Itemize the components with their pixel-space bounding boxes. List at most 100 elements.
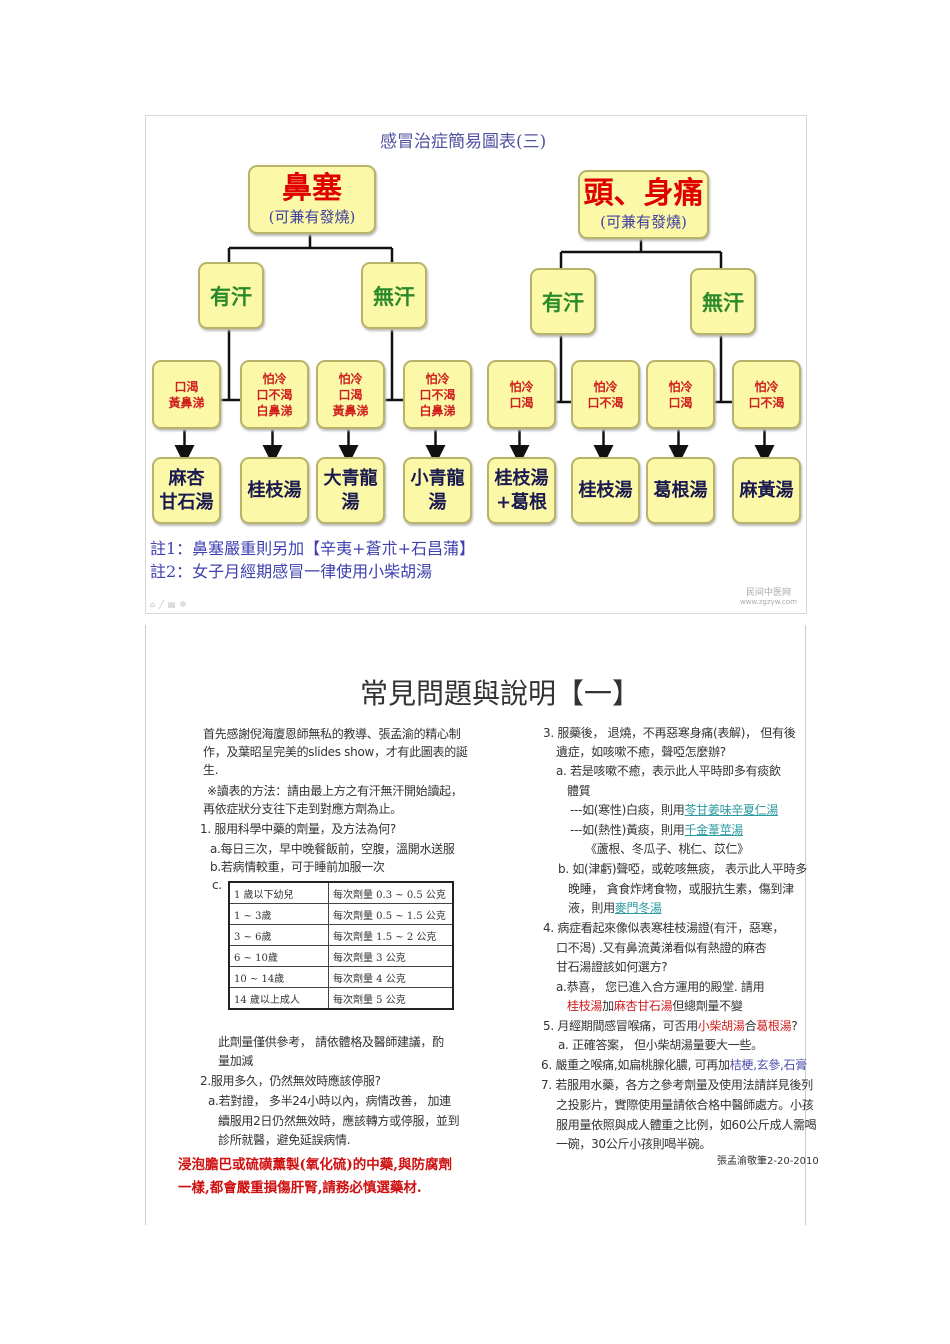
remedy-text: 葛根湯 bbox=[653, 479, 708, 501]
faq-line: 續服用2日仍然無效時，應該轉方或停服，並到 bbox=[218, 1112, 460, 1129]
faq-line: 6. 嚴重之喉痛,如扁桃腺化膿, 可再加桔梗,玄參,石膏 bbox=[541, 1056, 807, 1073]
branch-label: 有汗 bbox=[210, 283, 252, 309]
dosage-row: 3 ~ 6歲每次劑量 1.5 ~ 2 公克 bbox=[228, 924, 454, 946]
faq-line: 之投影片，實際使用量請依合格中醫師處方。小孩 bbox=[556, 1096, 814, 1113]
settings-icon[interactable]: ✲ bbox=[179, 600, 191, 609]
note-2: 註2：女子月經期感冒一律使用小柴胡湯 bbox=[150, 562, 433, 581]
text-segment: 但總劑量不變 bbox=[672, 999, 743, 1013]
root-title: 鼻塞 bbox=[282, 171, 342, 206]
symptom-text: 口渴 bbox=[668, 395, 693, 410]
text-segment: 1. 服用科學中藥的劑量，及方法為何? bbox=[200, 822, 396, 836]
symptom-text: 口渴 bbox=[174, 379, 199, 394]
text-segment: 麻杏甘石湯 bbox=[613, 999, 673, 1013]
branch-box-no-sweat: 無汗 bbox=[361, 262, 427, 329]
chart-title: 感冒治症簡易圖表(三) bbox=[380, 132, 547, 152]
remedy-box: 葛根湯 bbox=[646, 457, 715, 524]
faq-line: a. 正確答案， 但小柴胡湯量要大一些。 bbox=[558, 1036, 763, 1053]
warning-line-2: 一樣,都會嚴重損傷肝腎,請務必慎選藥材. bbox=[178, 1180, 422, 1196]
remedy-box: 大青龍湯 bbox=[316, 457, 385, 524]
note-1: 註1：鼻塞嚴重則另加【辛夷+蒼朮+石昌蒲】 bbox=[150, 539, 475, 558]
age-group: 1 歲以下幼兒 bbox=[228, 881, 329, 904]
text-segment: ---如(寒性)白痰，則用 bbox=[570, 803, 685, 817]
remedy-link[interactable]: 千金葦莖湯 bbox=[684, 823, 743, 837]
branch-box-sweat: 有汗 bbox=[530, 268, 596, 335]
text-segment: 量加減 bbox=[218, 1054, 254, 1068]
symptom-box: 怕冷口渴黃鼻涕 bbox=[316, 360, 385, 429]
left_tree-root-box: 鼻塞(可兼有發燒) bbox=[248, 165, 376, 234]
watermark-url: www.zgzyw.com bbox=[740, 598, 797, 606]
grid-icon[interactable]: ▤ bbox=[167, 600, 180, 609]
dose-amount: 每次劑量 0.5 ~ 1.5 公克 bbox=[328, 903, 454, 925]
faq-line: 《蘆根、冬瓜子、桃仁、苡仁》 bbox=[585, 840, 749, 857]
faq-line: ※讀表的方法：請由最上方之有汗無汗開始讀起， bbox=[207, 782, 463, 799]
root-subtitle: (可兼有發燒) bbox=[600, 213, 687, 231]
faq-line: a.恭喜， 您已進入合方運用的殿堂. 請用 bbox=[556, 978, 765, 995]
text-segment: ---如(熱性)黃痰，則用 bbox=[570, 823, 685, 837]
faq-line: c. bbox=[212, 878, 222, 892]
text-segment: 5. 月經期間感冒喉痛，可否用 bbox=[543, 1019, 698, 1033]
faq-line: 體質 bbox=[567, 782, 591, 799]
pen-icon[interactable]: ╱ bbox=[159, 600, 168, 609]
dose-amount: 每次劑量 0.3 ~ 0.5 公克 bbox=[328, 881, 454, 904]
branch-box-sweat: 有汗 bbox=[198, 262, 264, 329]
text-segment: 此劑量僅供參考， 請依體格及醫師建議，酌 bbox=[218, 1035, 444, 1049]
symptom-text: 口渴 bbox=[338, 387, 363, 402]
remedy-link[interactable]: 苓甘姜味辛夏仁湯 bbox=[684, 803, 779, 817]
faq-line: b.若病情較重，可于睡前加服一次 bbox=[210, 858, 385, 875]
faq-line: 5. 月經期間感冒喉痛，可否用小柴胡湯合葛根湯? bbox=[543, 1017, 798, 1034]
text-segment: ? bbox=[791, 1019, 798, 1033]
symptom-text: 怕冷 bbox=[509, 379, 534, 394]
remedy-box: 麻黃湯 bbox=[732, 457, 801, 524]
faq-line: 一碗，30公斤小孩則喝半碗。 bbox=[556, 1135, 711, 1152]
symptom-text: 黃鼻涕 bbox=[168, 395, 205, 410]
faq-line: 診所就醫，避免延誤病情. bbox=[218, 1131, 351, 1148]
remedy-text: 麻黃湯 bbox=[739, 479, 794, 501]
symptom-box: 怕冷口不渴 bbox=[732, 360, 801, 429]
slide-toolbar[interactable]: ⌂╱▤✲ bbox=[150, 600, 190, 609]
text-segment: 《蘆根、冬瓜子、桃仁、苡仁》 bbox=[585, 842, 749, 856]
dose-amount: 每次劑量 1.5 ~ 2 公克 bbox=[328, 924, 454, 946]
remedy-link[interactable]: 麥門冬湯 bbox=[614, 901, 662, 915]
symptom-text: 口渴 bbox=[509, 395, 534, 410]
symptom-text: 口不渴 bbox=[419, 387, 456, 402]
remedy-text: 湯 bbox=[428, 491, 447, 513]
text-segment: 合 bbox=[744, 1019, 757, 1033]
remedy-text: 桂枝湯 bbox=[247, 479, 302, 501]
text-segment: a.每日三次，早中晚餐飯前，空腹，溫開水送服 bbox=[210, 842, 455, 856]
age-group: 1 ~ 3歲 bbox=[228, 903, 329, 925]
symptom-text: 白鼻涕 bbox=[419, 403, 456, 418]
text-segment: 桂枝湯 bbox=[567, 999, 603, 1013]
faq-line: 2.服用多久，仍然無效時應該停服? bbox=[200, 1072, 381, 1089]
dosage-row: 10 ~ 14歲每次劑量 4 公克 bbox=[228, 966, 454, 988]
faq-line: 生. bbox=[203, 761, 219, 778]
text-segment: b. 如(津虧)聲啞，或乾咳無痰， 表示此人平時多 bbox=[558, 862, 807, 876]
symptom-text: 怕冷 bbox=[425, 371, 450, 386]
text-segment: a. 若是咳嗽不癒，表示此人平時即多有痰飲 bbox=[556, 764, 781, 778]
faq-line: 量加減 bbox=[218, 1052, 253, 1069]
symptom-text: 怕冷 bbox=[262, 371, 287, 386]
dosage-row: 14 歲以上成人每次劑量 5 公克 bbox=[228, 987, 454, 1010]
remedy-box: 桂枝湯 bbox=[571, 457, 640, 524]
faq-line: 此劑量僅供參考， 請依體格及醫師建議，酌 bbox=[218, 1033, 444, 1050]
age-group: 14 歲以上成人 bbox=[228, 987, 329, 1010]
tree-connectors bbox=[174, 230, 775, 465]
faq-line: ---如(寒性)白痰，則用苓甘姜味辛夏仁湯 bbox=[570, 801, 778, 818]
right_tree-root-box: 頭、身痛(可兼有發燒) bbox=[578, 170, 709, 239]
symptom-text: 怕冷 bbox=[593, 379, 618, 394]
branch-label: 有汗 bbox=[542, 289, 584, 315]
dose-amount: 每次劑量 5 公克 bbox=[328, 987, 454, 1010]
dose-amount: 每次劑量 3 公克 bbox=[328, 945, 454, 967]
text-segment: 7. 若服用水藥，各方之參考劑量及使用法請詳見後列 bbox=[541, 1078, 813, 1092]
faq-line: 7. 若服用水藥，各方之參考劑量及使用法請詳見後列 bbox=[541, 1076, 813, 1093]
text-segment: 生. bbox=[203, 763, 219, 777]
remedy-box: 小青龍湯 bbox=[403, 457, 472, 524]
home-icon[interactable]: ⌂ bbox=[150, 600, 160, 609]
remedy-text: 桂枝湯 bbox=[494, 467, 549, 489]
faq-line: 遺症，如咳嗽不癒，聲啞怎麼辦? bbox=[556, 743, 726, 760]
remedy-box: 桂枝湯+葛根 bbox=[487, 457, 556, 524]
remedy-text: 桂枝湯 bbox=[578, 479, 633, 501]
faq-line: 服用量依照與成人體重之比例，如60公斤成人需喝 bbox=[556, 1116, 817, 1133]
text-segment: b.若病情較重，可于睡前加服一次 bbox=[210, 860, 385, 874]
age-group: 3 ~ 6歲 bbox=[228, 924, 329, 946]
